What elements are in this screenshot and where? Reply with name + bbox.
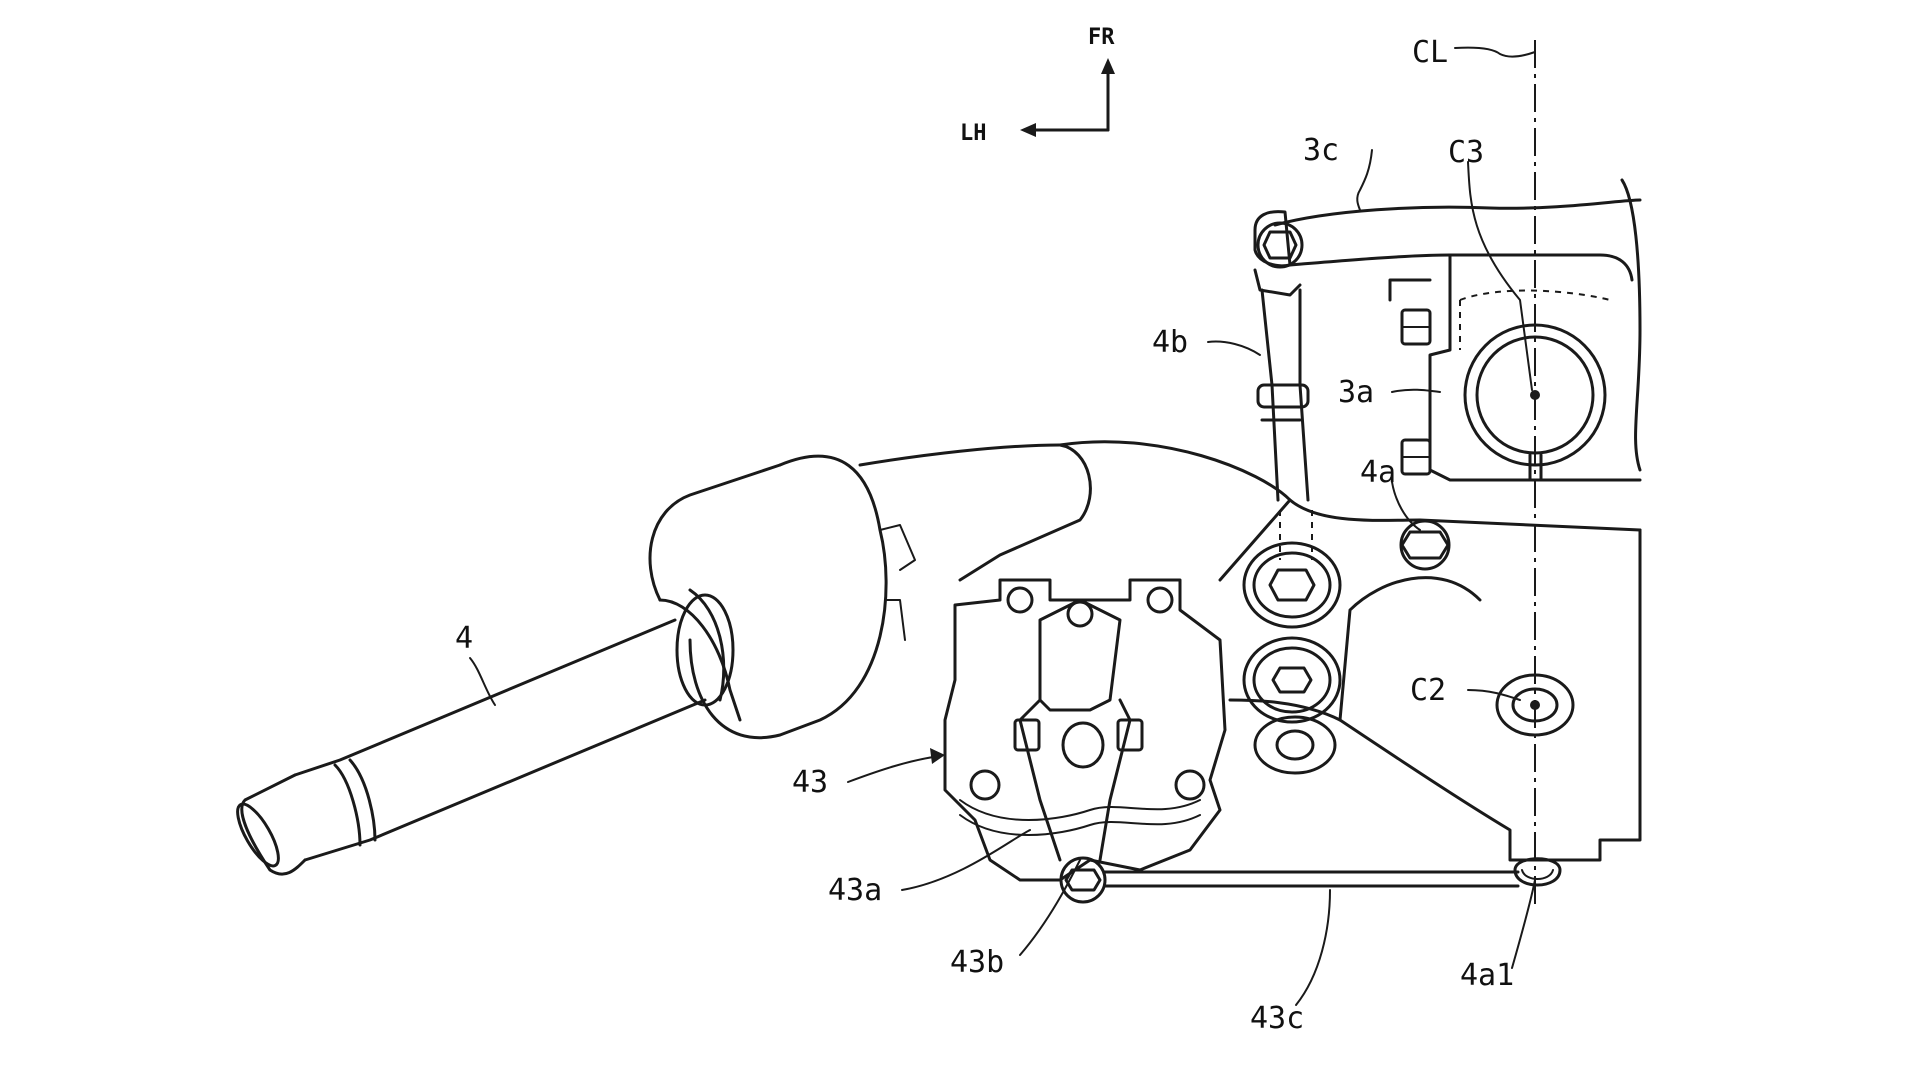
pivot-joints [1244, 543, 1340, 773]
label-3a: 3a [1338, 375, 1374, 410]
link-rod-4b [1255, 270, 1312, 560]
label-4a: 4a [1360, 455, 1396, 490]
reference-labels: 3c C3 4b 3a 4a C2 4 43 43a 43b 43c 4a1 [455, 133, 1514, 1036]
label-3c: 3c [1303, 133, 1339, 168]
label-c2: C2 [1410, 673, 1446, 708]
label-43a: 43a [828, 873, 882, 908]
handle-4 [230, 445, 1090, 874]
direction-fr-label: FR [1088, 25, 1115, 50]
rod-43c [1105, 872, 1518, 886]
frame-body [1255, 180, 1640, 480]
unit-43 [945, 580, 1225, 902]
housing-4a [1060, 442, 1640, 885]
label-4a1: 4a1 [1460, 958, 1514, 993]
direction-lh-label: LH [960, 121, 987, 146]
centerline-label: CL [1412, 35, 1448, 70]
label-43b: 43b [950, 945, 1004, 980]
label-c3: C3 [1448, 135, 1484, 170]
orientation-indicator: FR LH [960, 25, 1115, 146]
leader-lines [470, 150, 1535, 1005]
label-43c: 43c [1250, 1001, 1304, 1036]
label-4: 4 [455, 621, 473, 656]
label-43: 43 [792, 765, 828, 800]
label-4b: 4b [1152, 325, 1188, 360]
